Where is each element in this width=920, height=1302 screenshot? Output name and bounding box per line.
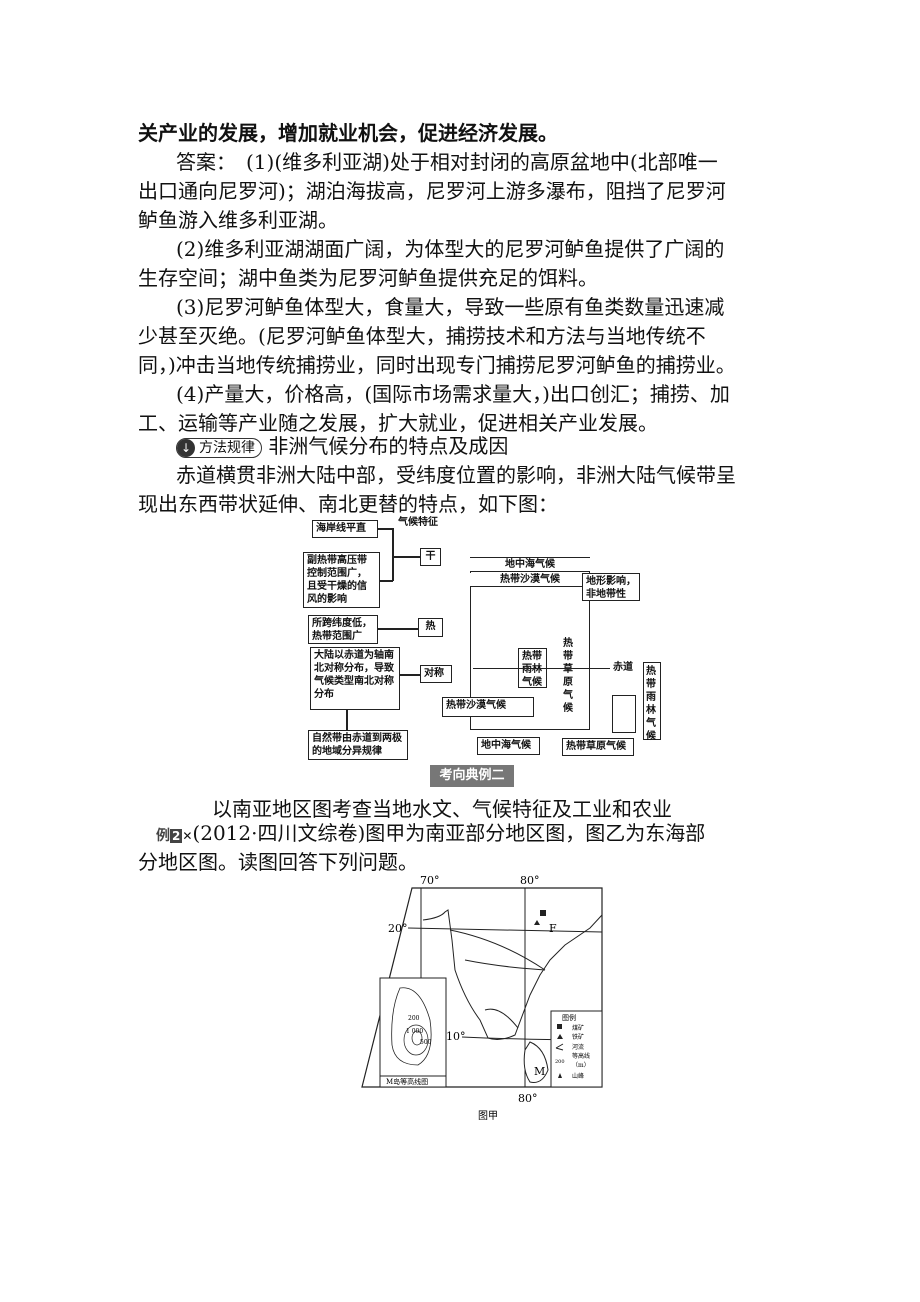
section-heading: ↓方法规律 非洲气候分布的特点及成因	[176, 433, 508, 459]
box-symmetry-reason: 大陆以赤道为轴南北对称分布，导致气候类型南北对称分布	[310, 647, 400, 710]
south-asia-map: M F 70° 80° 20° 10° 80° 200 1 000 500 M岛…	[361, 874, 603, 1122]
contour	[411, 1030, 423, 1046]
inset-title: M岛等高线图	[386, 1077, 428, 1086]
box-mediterranean-south: 地中海气候	[477, 737, 540, 755]
label-climate-feature: 气候特征	[398, 517, 438, 528]
coastline	[422, 909, 603, 1040]
label-contour-500: 500	[420, 1039, 432, 1046]
box-terrain: 地形影响，非地带性	[582, 573, 640, 601]
coal-mine-marker	[540, 910, 546, 916]
label-lat-20: 20°	[388, 922, 408, 935]
section-banner: 考向典例二	[430, 765, 514, 787]
text-line: (3)尼罗河鲈鱼体型大，食量大，导致一些原有鱼类数量迅速减	[176, 295, 725, 319]
iron-icon	[557, 1034, 563, 1039]
inset-m-island	[379, 977, 447, 1088]
legend-unit: （m）	[572, 1062, 590, 1069]
label-lon-80-top: 80°	[520, 874, 540, 887]
text-line: 少甚至灭绝。(尼罗河鲈鱼体型大，捕捞技术和方法与当地传统不	[138, 324, 706, 348]
river	[484, 1008, 519, 1029]
text-line: 生存空间；湖中鱼类为尼罗河鲈鱼提供充足的饵料。	[138, 266, 598, 290]
label-mediterranean-north: 地中海气候	[470, 558, 590, 572]
box-rainforest-east: 热带雨林气候	[643, 662, 661, 742]
box-subtropical: 副热带高压带控制范围广，且受干燥的信风的影响	[303, 552, 380, 608]
example-number: 2	[170, 829, 183, 843]
iron-mine-marker	[534, 920, 540, 925]
legend-river: 河流	[572, 1043, 584, 1051]
text-line: 关产业的发展，增加就业机会，促进经济发展。	[138, 121, 558, 145]
contour	[403, 1024, 429, 1056]
answer-line: 答案： (1)(维多利亚湖)处于相对封闭的高原盆地中(北部唯一	[176, 150, 718, 174]
text-line: (4)产量大，价格高，(国际市场需求量大，)出口创汇；捕捞、加	[176, 382, 730, 406]
river	[449, 929, 546, 971]
text-line: 出口通向尼罗河)；湖泊海拔高，尼罗河上游多瀑布，阻挡了尼罗河	[138, 179, 726, 203]
box-desert-south: 热带沙漠气候	[442, 697, 534, 717]
inset-island-outline	[391, 987, 432, 1066]
legend-peak: 山峰	[572, 1072, 584, 1080]
topic-line: 以南亚地区图考查当地水文、气候特征及工业和农业	[212, 797, 672, 821]
text-line: (2)维多利亚湖湖面广阔，为体型大的尼罗河鲈鱼提供了广阔的	[176, 237, 725, 261]
legend-title: 图例	[562, 1013, 576, 1022]
river	[464, 959, 546, 971]
climate-diagram: 海岸线平直 气候特征 副热带高压带控制范围广，且受干燥的信风的影响 干 所跨纬度…	[280, 510, 670, 790]
example-label: 例	[156, 828, 170, 844]
peak-icon	[558, 1073, 562, 1078]
box-dry: 干	[420, 548, 441, 566]
label-contour-1000: 1 000	[406, 1028, 423, 1035]
example-text: (2012·四川文综卷)图甲为南亚部分地区图，图乙为东海部	[192, 821, 706, 845]
label-m: M	[534, 1065, 545, 1078]
legend-contour: 等高线	[572, 1052, 590, 1060]
legend-coal: 煤矿	[572, 1024, 584, 1032]
legend-iron: 铁矿	[572, 1033, 584, 1041]
river-icon	[555, 1043, 564, 1051]
box-coast: 海岸线平直	[312, 520, 378, 538]
section-title: 非洲气候分布的特点及成因	[268, 434, 509, 458]
label-lon-70: 70°	[420, 874, 440, 887]
parallel-20	[407, 927, 603, 933]
label-contour-200: 200	[408, 1015, 420, 1022]
coal-icon	[557, 1024, 562, 1029]
box-hot: 热	[418, 618, 443, 637]
method-badge: ↓方法规律	[176, 437, 262, 458]
text-line: 分地区图。读图回答下列问题。	[138, 850, 418, 874]
text-line: 鲈鱼游入维多利亚湖。	[138, 208, 338, 232]
box-savanna-south: 热带草原气候	[562, 738, 634, 756]
box-symmetry: 对称	[420, 665, 452, 683]
box-latitude: 所跨纬度低，热带范围广	[308, 615, 378, 644]
label-lat-10: 10°	[446, 1030, 466, 1043]
island-m	[523, 1041, 549, 1083]
arrow-down-icon: ↓	[177, 438, 195, 457]
africa-frame	[470, 557, 590, 730]
text-line: 现出东西带状延伸、南北更替的特点，如下图：	[138, 492, 558, 516]
text-line: 同，)冲击当地传统捕捞业，同时出现专门捕捞尼罗河鲈鱼的捕捞业。	[138, 353, 736, 377]
label-equator: 赤道	[613, 662, 633, 673]
text-line: 赤道横贯非洲大陆中部，受纬度位置的影响，非洲大陆气候带呈	[176, 463, 736, 487]
label-savanna-vertical: 热带草原气候	[563, 638, 573, 714]
legend-contour-value: 200	[555, 1059, 565, 1065]
method-badge-label: 方法规律	[199, 439, 255, 456]
label-desert-north: 热带沙漠气候	[470, 573, 590, 587]
label-f: F	[549, 922, 557, 935]
legend-strip	[612, 695, 636, 733]
example-icon: ✕	[182, 829, 193, 843]
label-lon-80-bottom: 80°	[518, 1092, 538, 1105]
box-zonation: 自然带由赤道到两极的地域分异规律	[308, 730, 408, 760]
map-caption: 图甲	[478, 1110, 498, 1122]
text-line: 工、运输等产业随之发展，扩大就业，促进相关产业发展。	[138, 411, 658, 435]
